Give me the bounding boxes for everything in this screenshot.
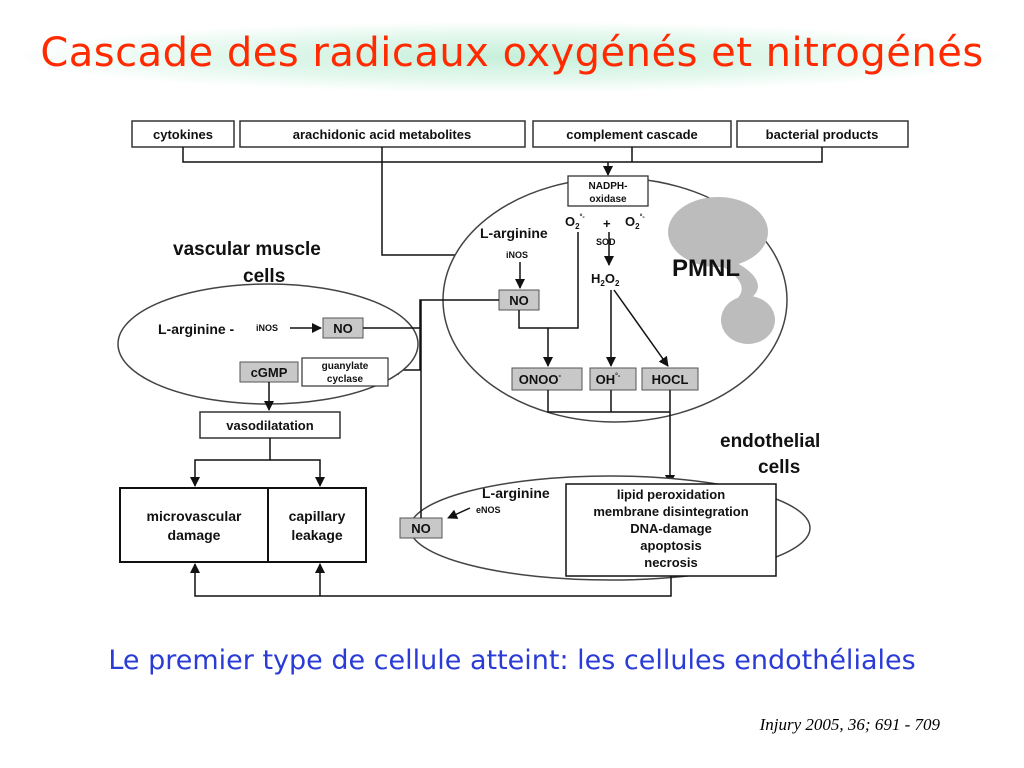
nadph-line1: NADPH- (589, 181, 628, 192)
effect-lipid: lipid peroxidation (617, 487, 725, 502)
o2-left: O2°- (565, 213, 585, 231)
oh-label: OH°- (596, 372, 621, 387)
cap-line2: leakage (291, 527, 343, 543)
nadph-line2: oxidase (589, 194, 627, 205)
vascular-l-arginine: L-arginine - (158, 321, 235, 337)
label-cytokines: cytokines (153, 127, 213, 142)
box-oh (589, 367, 637, 391)
guanylate-line1: guanylate (322, 361, 369, 372)
cap-line1: capillary (289, 508, 346, 524)
endothelial-enos: eNOS (476, 505, 501, 515)
pmnl-label: PMNL (672, 255, 740, 282)
box-complement (532, 120, 732, 148)
label-arachidonic: arachidonic acid metabolites (293, 127, 471, 142)
box-onoo (511, 367, 583, 391)
box-arachidonic (239, 120, 526, 148)
effect-dna: DNA-damage (630, 521, 712, 536)
box-vasodilatation (199, 411, 341, 439)
box-nadph (567, 175, 649, 207)
products-merge (547, 390, 670, 413)
sod-label: SOD (596, 237, 616, 247)
onoo-label: ONOO- (519, 371, 562, 387)
arrow-no-to-onoo (518, 310, 553, 367)
vascular-no: NO (333, 321, 353, 336)
pmnl-lobe-bottom (721, 296, 775, 344)
pmnl-no: NO (509, 293, 529, 308)
pmnl-lobe-top (668, 197, 768, 267)
o2-plus: + (603, 216, 611, 231)
vaso-split-right (270, 459, 325, 487)
feedback-line (190, 563, 672, 597)
pmnl-l-arginine: L-arginine (480, 225, 548, 241)
endothelial-no: NO (411, 521, 431, 536)
micro-line1: microvascular (147, 508, 242, 524)
vasodilatation-label: vasodilatation (226, 418, 313, 433)
subtitle: Le premier type de cellule atteint: les … (108, 645, 916, 676)
arrow-enos-to-no (447, 507, 471, 519)
o2-right: O2°- (625, 213, 645, 231)
effect-membrane: membrane disintegration (593, 504, 748, 519)
page-title: Cascade des radicaux oxygénés et nitrogé… (40, 30, 984, 76)
citation: Injury 2005, 36; 691 - 709 (759, 715, 940, 734)
hocl-label: HOCL (652, 372, 689, 387)
effect-apoptosis: apoptosis (640, 538, 701, 553)
vascular-inos: iNOS (256, 323, 278, 333)
vascular-label-2: cells (243, 266, 285, 287)
label-complement: complement cascade (566, 127, 698, 142)
arrow-pmnl-no-to-cyclase (389, 299, 499, 375)
pmnl-lobe-bridge (722, 262, 758, 300)
endothelial-label-2: cells (758, 457, 800, 478)
vaso-split (190, 438, 271, 487)
h2o2-label: H2O2 (591, 271, 620, 288)
box-bacterial (736, 120, 909, 148)
endothelial-label-1: endothelial (720, 431, 820, 452)
effect-necrosis: necrosis (644, 555, 697, 570)
arrow-h2o2-to-hocl (613, 289, 669, 367)
vascular-label-1: vascular muscle (173, 239, 321, 260)
label-bacterial: bacterial products (766, 127, 879, 142)
arrow-o2-to-onoo (548, 232, 579, 329)
merge-line (182, 147, 823, 163)
pmnl-inos: iNOS (506, 250, 528, 260)
box-guanylate (301, 357, 389, 387)
cgmp-label: cGMP (251, 365, 288, 380)
endothelial-l-arginine: L-arginine (482, 485, 550, 501)
micro-line2: damage (168, 527, 221, 543)
guanylate-line2: cyclase (327, 374, 364, 385)
box-effects (565, 483, 777, 577)
box-damage (119, 487, 367, 563)
title-band (20, 22, 1004, 92)
